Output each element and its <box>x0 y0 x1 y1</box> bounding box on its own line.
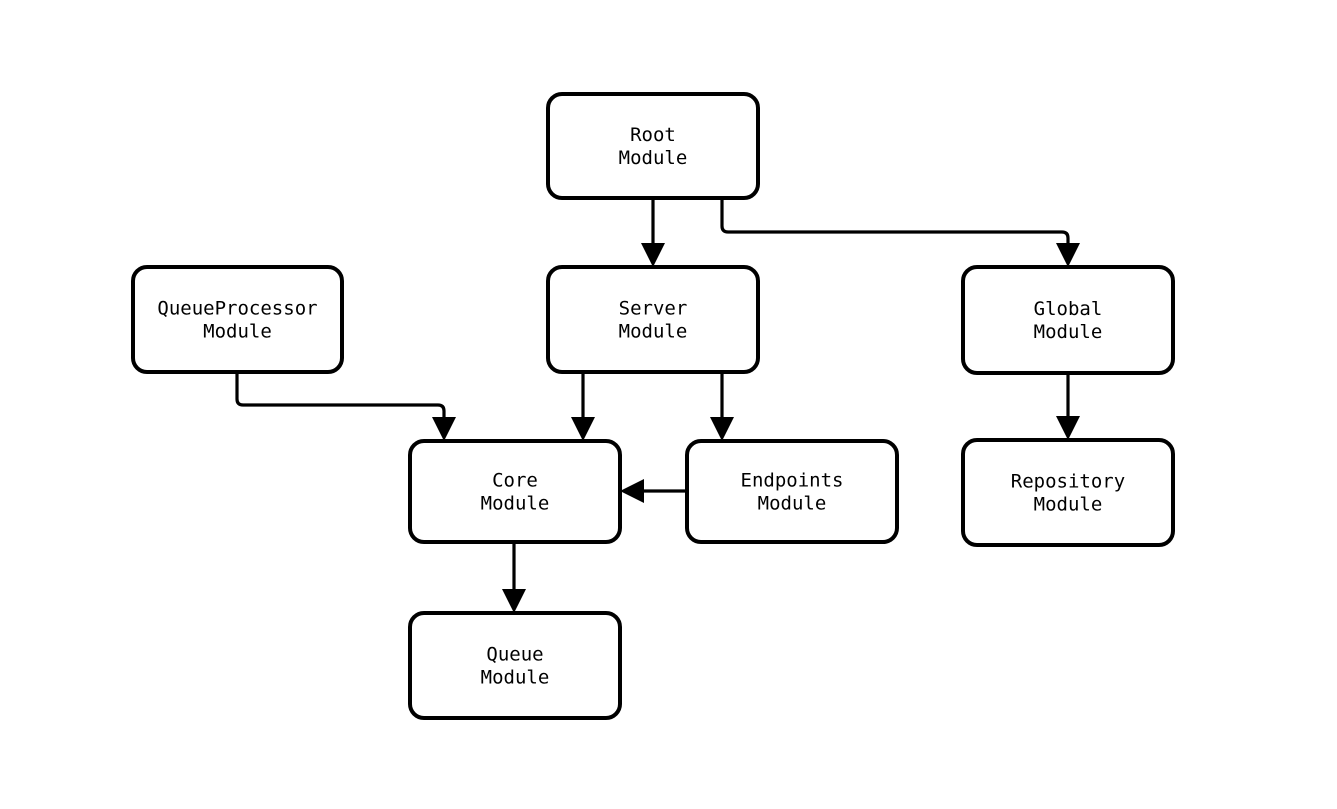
arrowhead-down-icon <box>1056 416 1080 440</box>
node-box-endpoints[interactable] <box>685 439 899 544</box>
node-label-line1: Core <box>492 469 538 491</box>
edges-layer <box>235 198 1080 613</box>
node-label-line1: Endpoints <box>741 469 844 491</box>
node-label-line2: Module <box>203 320 272 342</box>
node-label-line2: Module <box>619 320 688 342</box>
node-label-line1: Server <box>619 297 688 319</box>
edge-root-to-global <box>720 198 1080 267</box>
node-label-line2: Module <box>619 147 688 169</box>
node-box-server[interactable] <box>546 265 760 374</box>
node-label-line1: Global <box>1034 298 1103 320</box>
node-label-line2: Module <box>481 666 550 688</box>
node-label-line1: QueueProcessor <box>157 297 317 319</box>
edge-line <box>720 198 1070 252</box>
arrowhead-down-icon <box>710 417 734 441</box>
edge-server-to-endpoints <box>710 372 734 441</box>
node-box-root[interactable] <box>546 92 760 200</box>
node-box-queue[interactable] <box>408 611 622 720</box>
node-label-line1: Queue <box>486 643 543 665</box>
node-box-global[interactable] <box>961 265 1175 375</box>
arrowhead-down-icon <box>641 243 665 267</box>
edge-root-to-server <box>641 198 665 267</box>
edge-server-to-core <box>571 372 595 441</box>
node-label-line2: Module <box>758 492 827 514</box>
arrowhead-down-icon <box>1056 243 1080 267</box>
edge-core-to-queue <box>502 542 526 613</box>
arrowhead-left-icon <box>620 479 644 503</box>
node-label-line2: Module <box>481 492 550 514</box>
node-box-core[interactable] <box>408 439 622 544</box>
node-box-queueprocessor[interactable] <box>131 265 344 374</box>
edge-line <box>235 372 446 426</box>
node-label-line2: Module <box>1034 321 1103 343</box>
arrowhead-down-icon <box>571 417 595 441</box>
edge-global-to-repository <box>1056 373 1080 440</box>
node-label-line2: Module <box>1034 493 1103 515</box>
node-box-repository[interactable] <box>961 438 1175 547</box>
arrowhead-down-icon <box>502 589 526 613</box>
node-label-line1: Repository <box>1011 470 1125 492</box>
edge-queueprocessor-to-core <box>235 372 456 441</box>
edge-endpoints-to-core <box>620 479 687 503</box>
arrowhead-down-icon <box>432 417 456 441</box>
node-label-line1: Root <box>630 124 676 146</box>
